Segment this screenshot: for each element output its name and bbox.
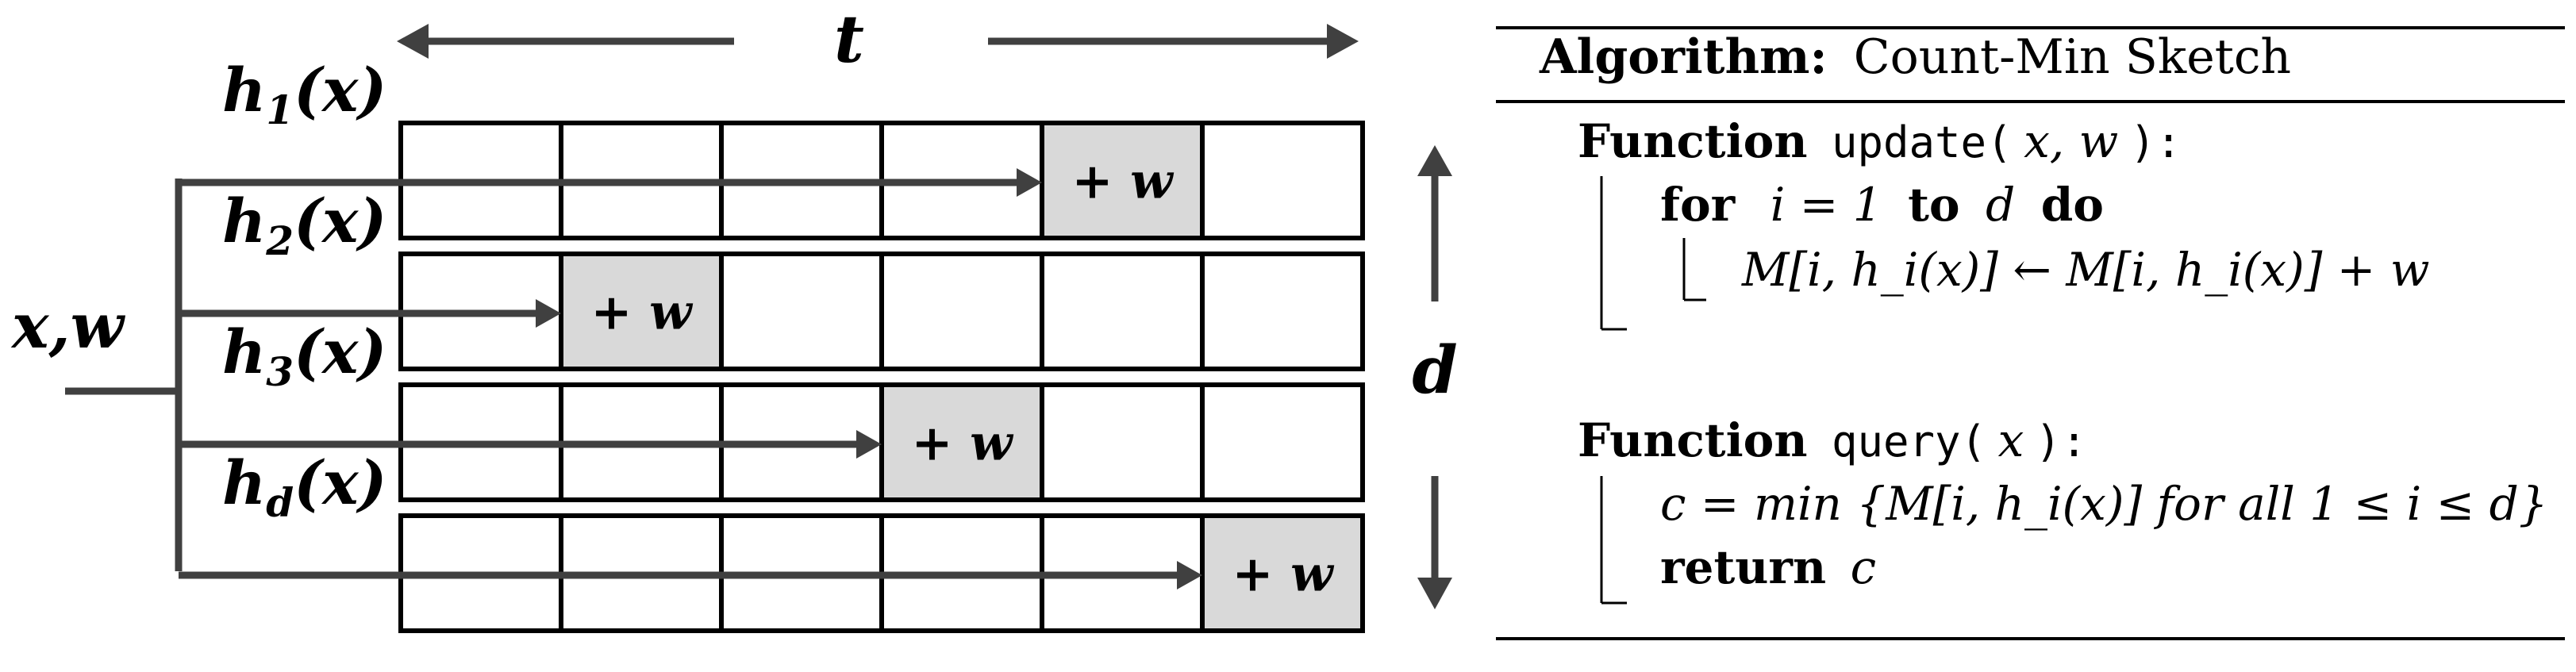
update-signature: Function update( x, w ):	[1578, 114, 2182, 168]
query-close: ):	[2036, 417, 2087, 467]
do-keyword: do	[2041, 178, 2104, 232]
sketch-cell	[1040, 382, 1205, 502]
hash-arrow-head	[1177, 561, 1202, 589]
update-name: update(	[1832, 117, 2013, 167]
function-keyword: Function	[1578, 413, 1808, 467]
hash-arrows	[179, 168, 1202, 589]
input-label: x,w	[10, 290, 126, 363]
return-var: c	[1851, 540, 1876, 594]
sketch-cell	[1200, 121, 1365, 240]
query-name: query(	[1832, 417, 1986, 467]
sketch-diagram: t d + w + w + w + w h1(x) h2(x) h3(x) hd(x) x,…	[10, 2, 1458, 633]
hash-arrow-head	[536, 299, 561, 328]
update-params: x, w	[2024, 114, 2118, 168]
for-keyword: for	[1660, 178, 1736, 232]
algorithm-name: Count-Min Sketch	[1854, 29, 2291, 85]
algorithm-box: Algorithm: Count-Min Sketch Function upd…	[1496, 26, 2565, 640]
update-close: ):	[2130, 117, 2182, 167]
query-signature: Function query( x ):	[1578, 413, 2087, 467]
function-keyword: Function	[1578, 114, 1808, 168]
hash-label-4: hd(x)	[222, 447, 386, 526]
update-body: M[i, h_i(x)] ← M[i, h_i(x)] + w	[1741, 243, 2429, 297]
sketch-grid: + w + w + w + w	[398, 121, 1365, 633]
depth-label: d	[1412, 332, 1457, 409]
query-params: x	[1998, 413, 2024, 467]
increment-label: + w	[591, 283, 694, 341]
sketch-cell	[1200, 382, 1365, 502]
algorithm-keyword: Algorithm:	[1539, 29, 1828, 85]
increment-label: + w	[1232, 545, 1336, 603]
query-min-line: c = min {M[i, h_i(x)] for all 1 ≤ i ≤ d}	[1660, 477, 2548, 531]
hash-label-3: h3(x)	[222, 317, 386, 395]
sketch-cell-hit	[879, 382, 1044, 502]
depth-arrow: d	[1412, 145, 1458, 609]
increment-label: + w	[1072, 152, 1175, 210]
sketch-cell	[719, 252, 884, 371]
hash-label-1: h1(x)	[222, 55, 386, 133]
sketch-cell	[1040, 252, 1205, 371]
input-wiring: x,w	[10, 179, 183, 571]
sketch-cell	[879, 252, 1044, 371]
sketch-cell	[1200, 252, 1365, 371]
sketch-cell-hit	[1200, 513, 1365, 633]
hash-arrow-head	[1017, 168, 1042, 197]
hash-arrow-head	[856, 430, 882, 459]
for-var: i = 1	[1771, 178, 1882, 232]
return-line: return c	[1660, 540, 1876, 594]
return-keyword: return	[1660, 540, 1826, 594]
to-keyword: to	[1908, 178, 1959, 232]
to-var: d	[1986, 178, 2015, 232]
hash-function-labels: h1(x) h2(x) h3(x) hd(x)	[222, 55, 386, 526]
for-line: for i = 1 to d do	[1660, 178, 2104, 232]
width-label: t	[834, 2, 864, 78]
increment-label: + w	[912, 414, 1015, 472]
hash-label-2: h2(x)	[222, 186, 386, 264]
algorithm-header: Algorithm: Count-Min Sketch	[1539, 29, 2291, 85]
width-arrow: t	[397, 2, 1359, 78]
